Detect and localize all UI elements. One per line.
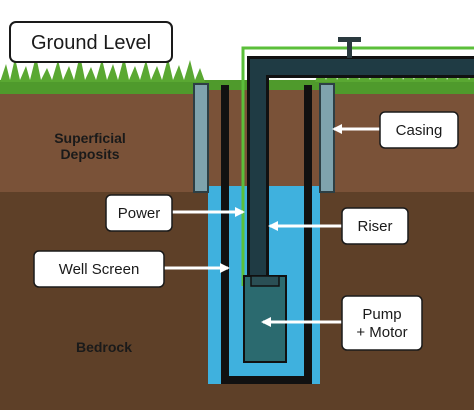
ground-level-box: [9, 21, 173, 63]
power-cable: [241, 46, 474, 286]
casing-left: [193, 83, 209, 193]
valve-icon: [338, 37, 361, 58]
pump-callout-label-line2: + Motor: [356, 324, 407, 341]
riser-callout: [341, 207, 409, 245]
bedrock-label: Bedrock: [76, 339, 132, 355]
well-liner: [221, 85, 312, 384]
pump-callout-label-line1: Pump: [362, 306, 401, 323]
power-callout: [105, 194, 173, 232]
superficial-label-line2: Deposits: [60, 146, 119, 162]
power-callout-label: Power: [118, 205, 161, 222]
pump-callout: [341, 295, 423, 351]
riser-pipe: [250, 59, 474, 290]
ground-level-label: Ground Level: [31, 32, 151, 54]
well-screen-callout: [33, 250, 165, 288]
casing-right: [319, 83, 335, 193]
pump-cap: [250, 275, 280, 287]
pump-motor: [243, 275, 287, 363]
superficial-label-line1: Superficial: [54, 130, 126, 146]
casing-callout-label: Casing: [396, 122, 443, 139]
well-screen-callout-label: Well Screen: [59, 261, 140, 278]
casing-callout: [379, 111, 459, 149]
riser-callout-label: Riser: [357, 218, 392, 235]
